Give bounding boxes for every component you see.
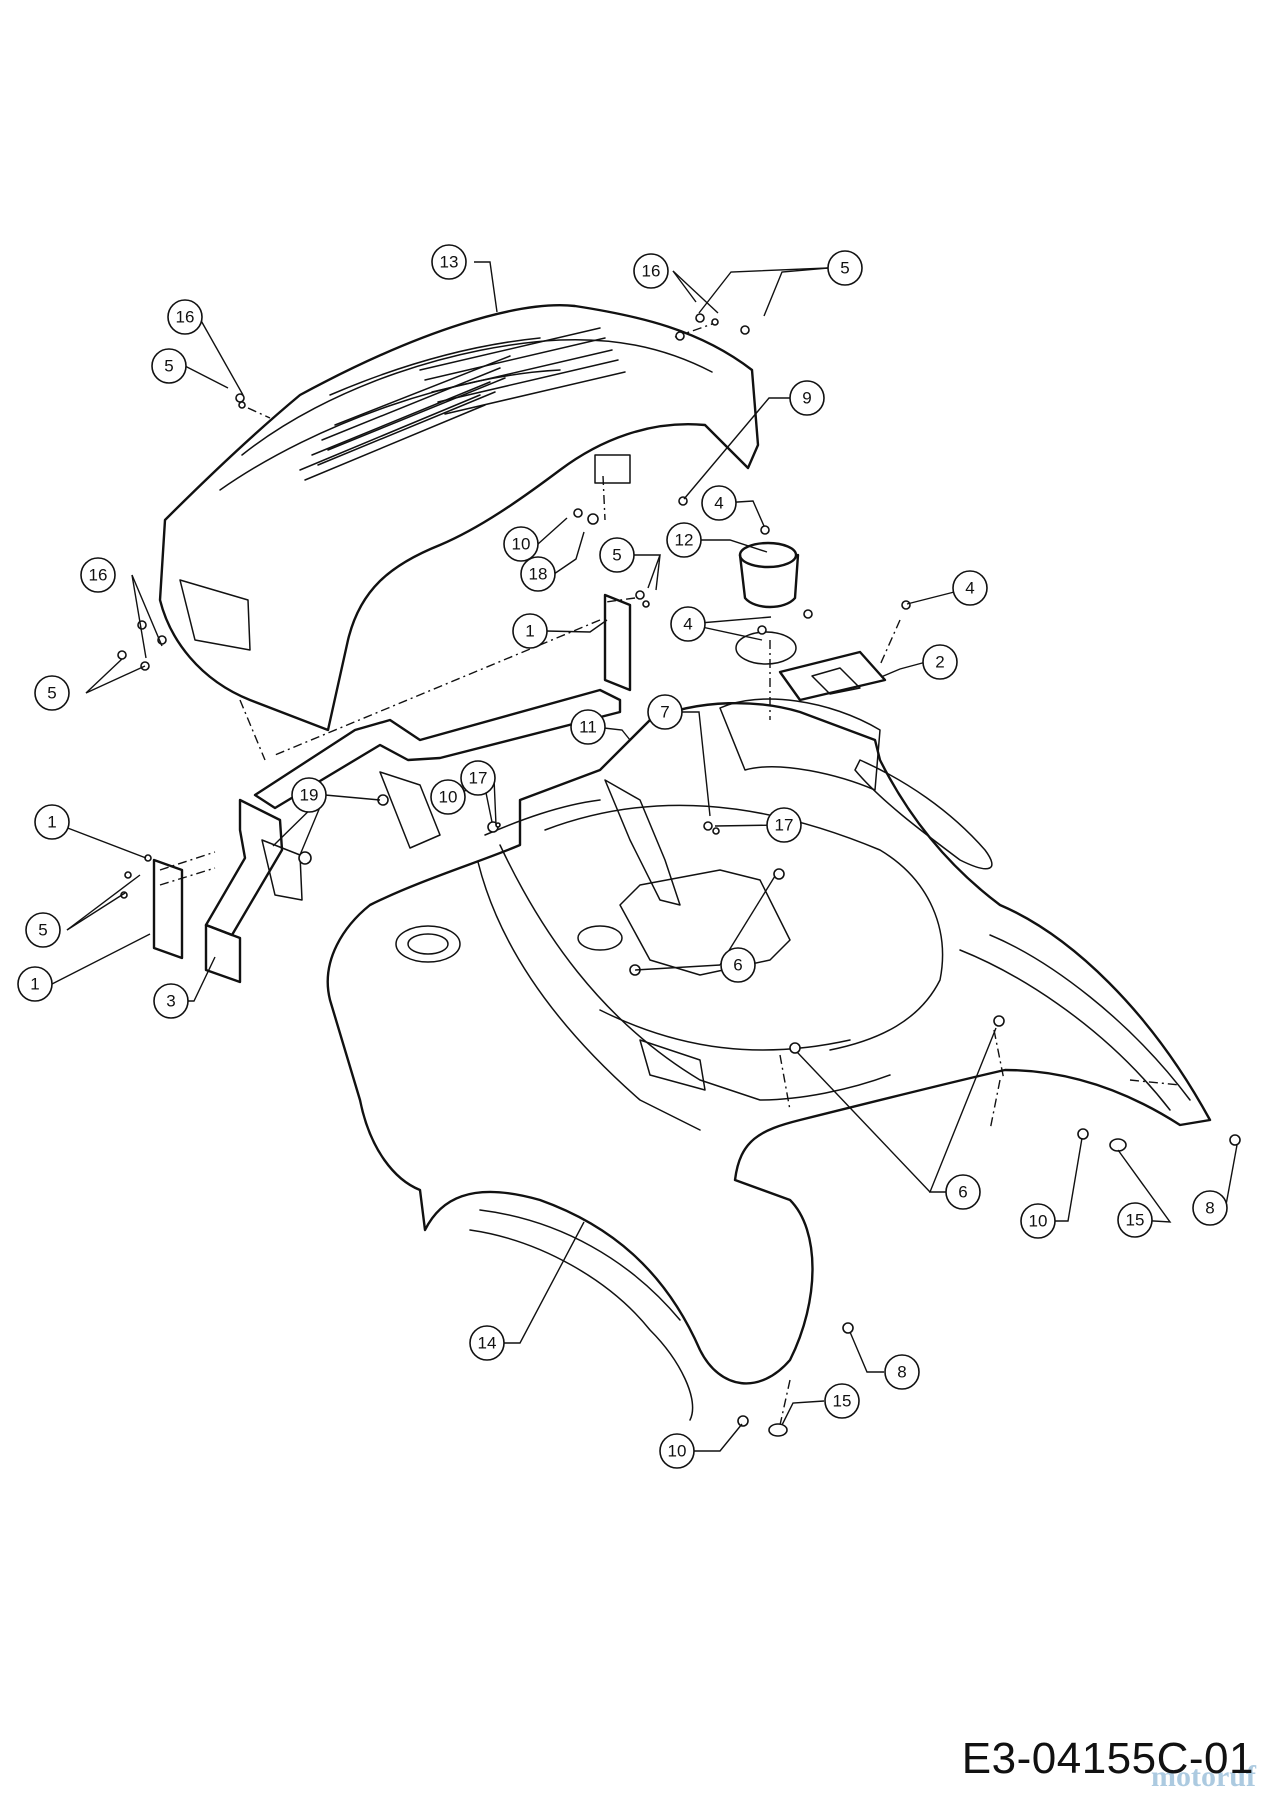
callout-6: 6 [720,947,756,983]
callout-label: 6 [958,1183,967,1202]
callout-label: 9 [802,389,811,408]
callout-17: 17 [460,760,496,796]
callout-label: 13 [440,253,459,272]
callout-label: 15 [1126,1211,1145,1230]
callout-label: 10 [439,788,458,807]
callout-8: 8 [884,1354,920,1390]
fasteners [117,313,1241,1437]
callout-4: 4 [670,606,706,642]
callout-label: 5 [612,546,621,565]
callout-label: 17 [775,816,794,835]
callout-label: 7 [660,703,669,722]
rear-body [326,698,1212,1421]
callout-1: 1 [17,966,53,1002]
callout-label: 11 [579,718,597,737]
callout-label: 5 [38,921,47,940]
callout-15: 15 [824,1383,860,1419]
callout-5: 5 [599,537,635,573]
callout-label: 15 [833,1392,852,1411]
callout-10: 10 [430,779,466,815]
callout-label: 5 [47,684,56,703]
callout-10: 10 [503,526,539,562]
callout-label: 4 [714,494,723,513]
callout-label: 19 [300,786,319,805]
callout-11: 11 [570,709,606,745]
callout-18: 18 [520,556,556,592]
callout-12: 12 [666,522,702,558]
callout-label: 8 [897,1363,906,1382]
callouts: 13 16 5 16 5 9 4 12 10 18 5 4 4 2 16 5 1… [17,244,1228,1469]
callout-17: 17 [766,807,802,843]
callout-label: 1 [47,813,56,832]
callout-19: 19 [291,777,327,813]
cup-holder [735,541,887,702]
callout-4: 4 [952,570,988,606]
callout-8: 8 [1192,1190,1228,1226]
callout-label: 1 [30,975,39,994]
callout-label: 6 [733,956,742,975]
drawing-number: E3-04155C-01 [961,1734,1254,1783]
callout-1: 1 [512,613,548,649]
callout-label: 1 [525,622,534,641]
callout-label: 3 [166,992,175,1011]
callout-label: 17 [469,769,488,788]
callout-label: 16 [176,308,195,327]
callout-5: 5 [25,912,61,948]
callout-label: 5 [164,357,173,376]
callout-7: 7 [647,694,683,730]
callout-label: 16 [642,262,661,281]
callout-5: 5 [34,675,70,711]
bracket-frame [152,593,632,984]
callout-3: 3 [153,983,189,1019]
callout-label: 16 [89,566,108,585]
callout-4: 4 [701,485,737,521]
callout-15: 15 [1117,1202,1153,1238]
callout-label: 4 [683,615,692,634]
callout-9: 9 [789,380,825,416]
rear-cover [158,304,760,732]
callout-16: 16 [633,253,669,289]
callout-label: 18 [529,565,548,584]
callout-5: 5 [827,250,863,286]
callout-label: 10 [668,1442,687,1461]
callout-14: 14 [469,1325,505,1361]
callout-16: 16 [167,299,203,335]
callout-10: 10 [1020,1203,1056,1239]
assembly-lines [159,322,1181,1426]
callout-1: 1 [34,804,70,840]
leader-lines [51,261,1238,1452]
callout-label: 2 [935,653,944,672]
callout-16: 16 [80,557,116,593]
callout-label: 10 [512,535,531,554]
watermark-logo: motoruf [1151,1760,1256,1793]
callout-label: 8 [1205,1199,1214,1218]
callout-label: 4 [965,579,974,598]
callout-6: 6 [945,1174,981,1210]
callout-label: 10 [1029,1212,1048,1231]
callout-label: 14 [478,1334,497,1353]
callout-label: 12 [675,531,694,550]
callout-label: 5 [840,259,849,278]
callout-10: 10 [659,1433,695,1469]
callout-2: 2 [922,644,958,680]
callout-13: 13 [431,244,467,280]
callout-5: 5 [151,348,187,384]
